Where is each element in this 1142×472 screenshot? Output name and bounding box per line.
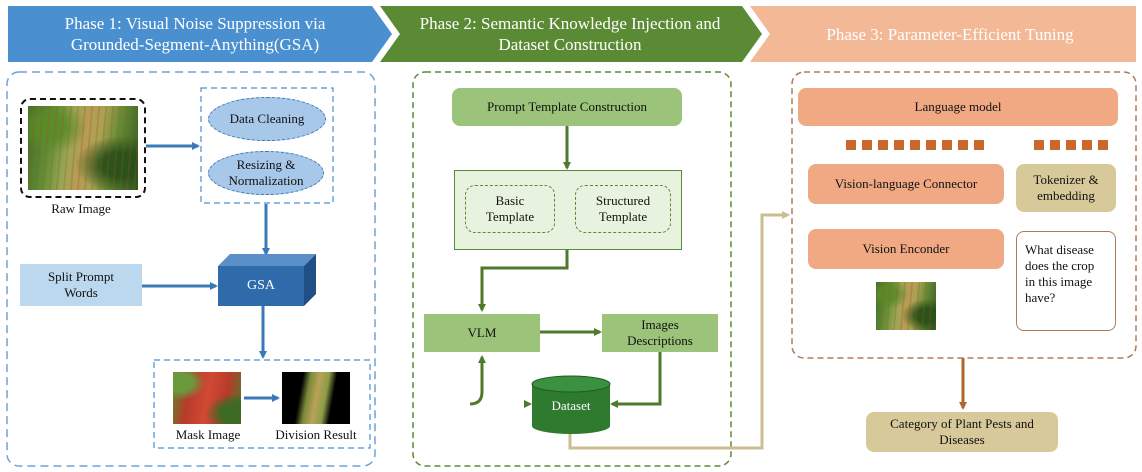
text-tokens (1034, 140, 1108, 150)
gsa-label: GSA (246, 278, 275, 293)
data-cleaning-node: Data Cleaning (208, 97, 326, 141)
arrow-dataset-to-phase3 (568, 211, 790, 450)
images-descriptions-node: Images Descriptions (602, 314, 718, 352)
phase3-banner-shape (750, 6, 1136, 62)
phase1-banner-shape (8, 6, 392, 62)
raw-image-frame (20, 98, 146, 198)
phase1-title: Phase 1: Visual Noise Suppression via Gr… (64, 14, 326, 54)
input-crop-image (876, 282, 936, 330)
phase1-panel (6, 71, 376, 467)
arrow-descriptions-to-dataset (610, 352, 662, 408)
basic-template-node: Basic Template (465, 185, 555, 233)
raw-image-label: Raw Image (51, 201, 111, 216)
prompt-template-node: Prompt Template Construction (452, 88, 682, 126)
vision-language-connector-node: Vision-language Connector (808, 164, 1004, 204)
arrow-result-to-vlm (469, 355, 486, 406)
mask-image (173, 372, 241, 424)
phase2-title: Phase 2: Semantic Knowledge Injection an… (419, 14, 721, 54)
phase2-banner-shape (380, 6, 762, 62)
vision-tokens (846, 140, 984, 150)
gsa-block (218, 254, 316, 306)
templates-group: Basic Template Structured Template (454, 170, 682, 250)
split-prompt-node: Split Prompt Words (20, 264, 142, 306)
structured-template-node: Structured Template (575, 185, 671, 233)
tokenizer-node: Tokenizer & embedding (1016, 164, 1116, 212)
phase3-panel (791, 71, 1137, 359)
division-result-label: Division Result (275, 427, 357, 442)
dataset-label: Dataset (551, 398, 591, 413)
division-result-image (282, 372, 350, 424)
resizing-node: Resizing & Normalization (208, 151, 324, 195)
vlm-node: VLM (424, 314, 540, 352)
mask-image-label: Mask Image (175, 427, 241, 442)
arrow-templates-to-vlm (478, 250, 569, 312)
language-model-node: Language model (798, 88, 1118, 126)
question-box: What disease does the crop in this image… (1016, 231, 1116, 331)
phase3-title: Phase 3: Parameter-Efficient Tuning (826, 24, 1074, 44)
dataset-cylinder (531, 375, 611, 434)
vision-encoder-node: Vision Enconder (808, 229, 1004, 269)
output-node: Category of Plant Pests and Diseases (866, 412, 1058, 452)
raw-image (28, 106, 138, 190)
preprocess-group (200, 87, 334, 204)
